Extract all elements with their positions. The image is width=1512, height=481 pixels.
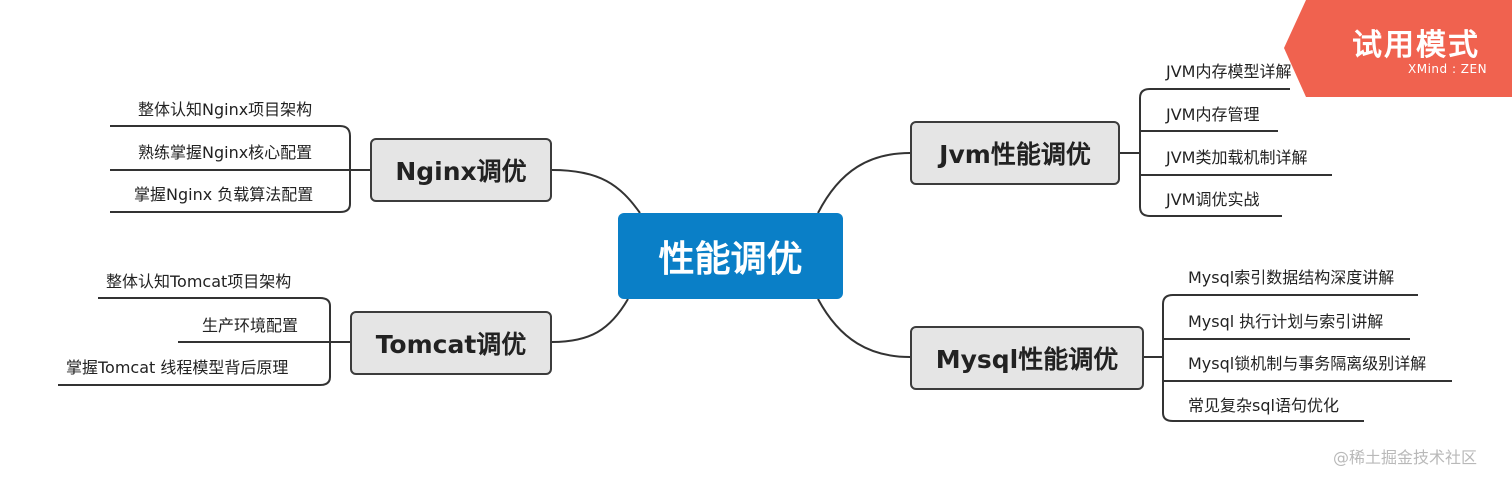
leaf-nginx-1[interactable]: 整体认知Nginx项目架构 [138,100,313,119]
connector-tomcat-bracket [58,297,350,386]
leaf-tomcat-3[interactable]: 掌握Tomcat 线程模型背后原理 [66,358,289,377]
leaf-mysql-4[interactable]: 常见复杂sql语句优化 [1188,396,1339,415]
trial-badge-shape [1284,0,1512,97]
central-topic[interactable]: 性能调优 [618,213,843,299]
leaf-jvm-3[interactable]: JVM类加载机制详解 [1166,148,1308,167]
trial-badge-subtitle: XMind : ZEN [1408,62,1488,76]
leaf-nginx-2[interactable]: 熟练掌握Nginx核心配置 [138,143,313,162]
leaf-mysql-3[interactable]: Mysql锁机制与事务隔离级别详解 [1188,354,1427,373]
leaf-nginx-3[interactable]: 掌握Nginx 负载算法配置 [134,185,314,204]
leaf-jvm-4[interactable]: JVM调优实战 [1166,190,1260,209]
connector-central-nginx [551,169,641,214]
branch-jvm[interactable]: Jvm性能调优 [910,121,1120,185]
connector-jvm-bracket [1120,88,1332,217]
branch-mysql[interactable]: Mysql性能调优 [910,326,1144,390]
branch-nginx[interactable]: Nginx调优 [370,138,552,202]
leaf-mysql-1[interactable]: Mysql索引数据结构深度讲解 [1188,268,1395,287]
leaf-tomcat-1[interactable]: 整体认知Tomcat项目架构 [106,272,292,291]
connector-central-tomcat [551,298,629,343]
leaf-jvm-1[interactable]: JVM内存模型详解 [1166,62,1292,81]
trial-badge-title: 试用模式 [1352,28,1480,63]
connector-central-mysql [817,298,911,358]
branch-tomcat[interactable]: Tomcat调优 [350,311,552,375]
connector-mysql-bracket [1144,294,1452,422]
connector-nginx-bracket [110,125,370,213]
source-credit: @稀土掘金技术社区 [1333,448,1478,467]
leaf-mysql-2[interactable]: Mysql 执行计划与索引讲解 [1188,312,1384,331]
connector-central-jvm [817,152,911,214]
leaf-jvm-2[interactable]: JVM内存管理 [1166,105,1260,124]
leaf-tomcat-2[interactable]: 生产环境配置 [202,316,299,335]
